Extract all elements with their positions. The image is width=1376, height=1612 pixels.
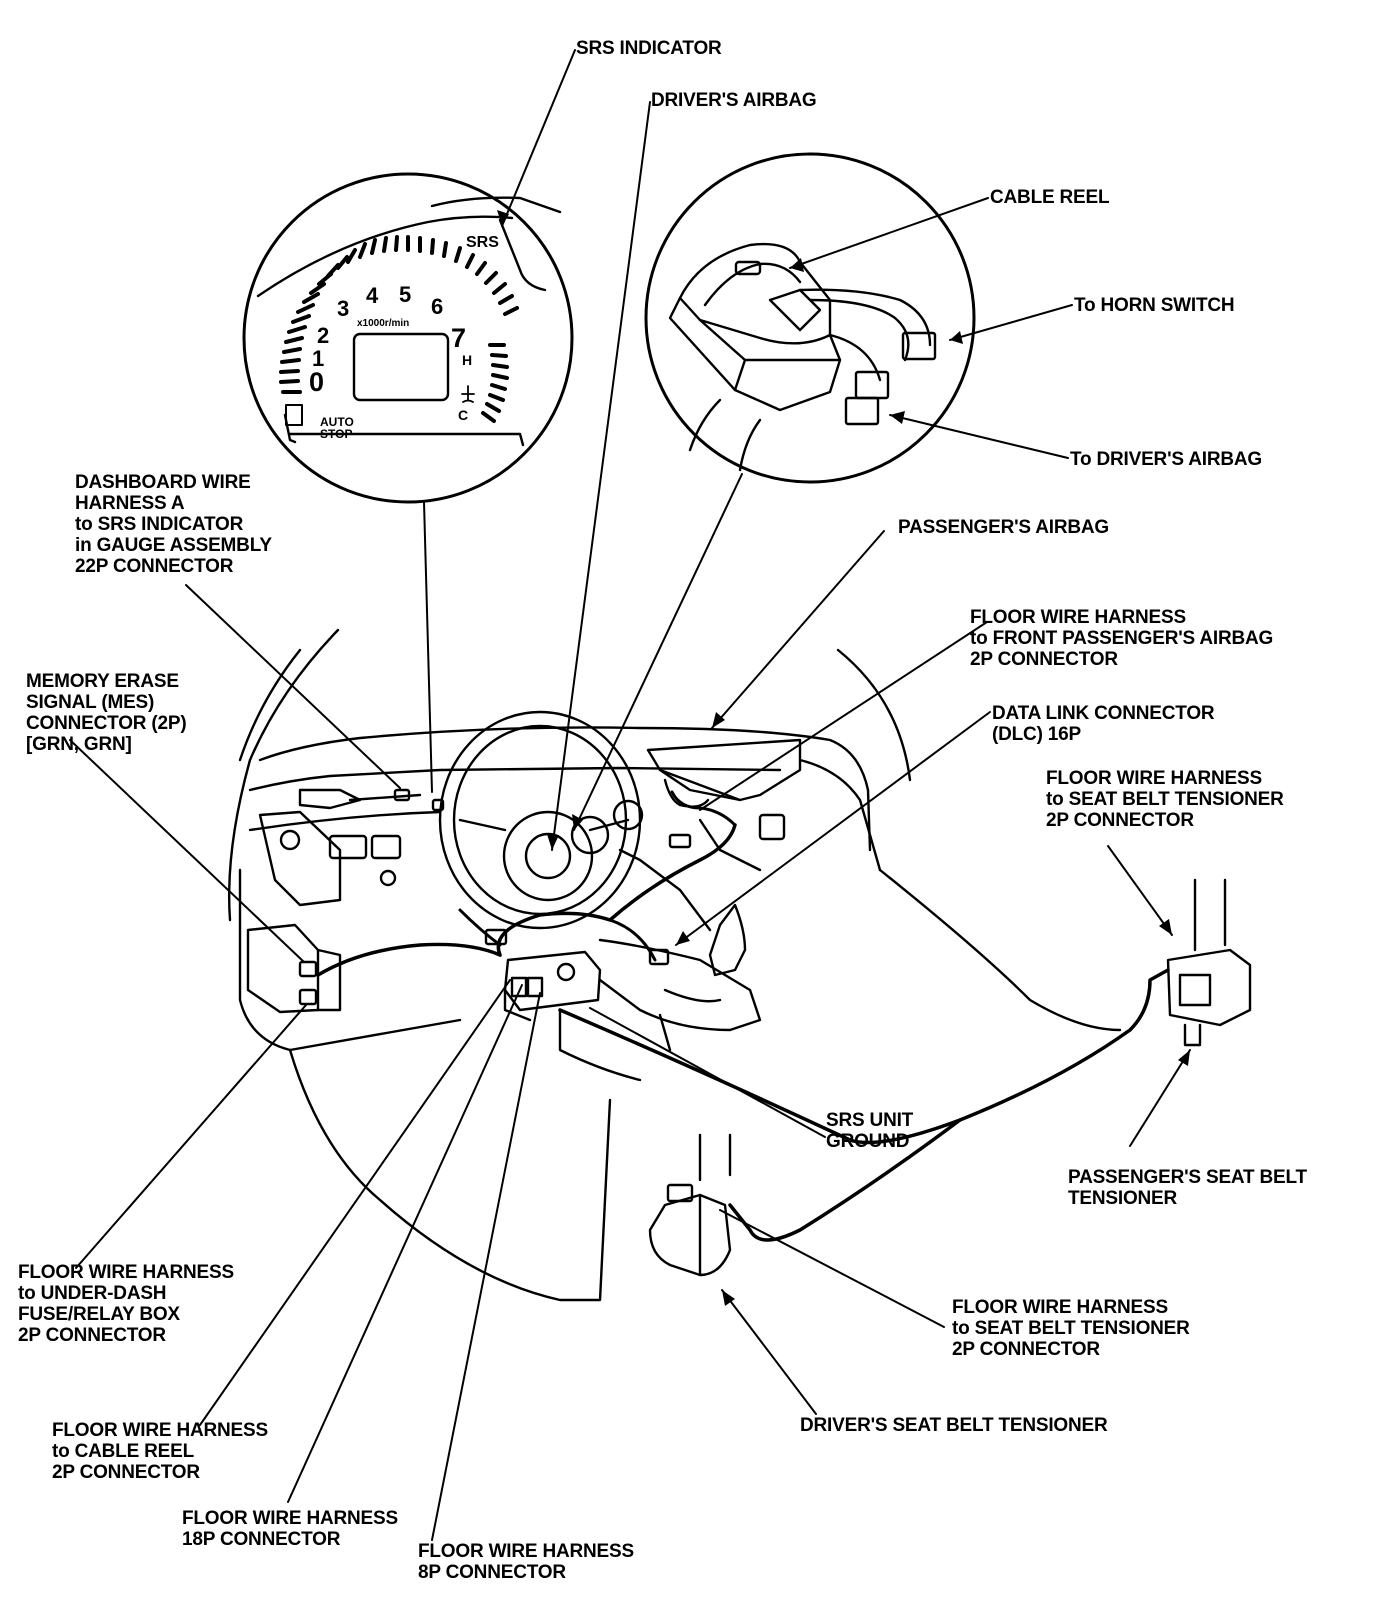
arrow-heads bbox=[497, 210, 1190, 1306]
label-floor-harness-cable-reel: FLOOR WIRE HARNESS to CABLE REEL 2P CONN… bbox=[52, 1420, 268, 1483]
tach-number-7: 7 bbox=[451, 323, 466, 353]
label-to-drivers-airbag: To DRIVER'S AIRBAG bbox=[1070, 449, 1262, 470]
label-floor-harness-seat-belt-tensioner-passenger: FLOOR WIRE HARNESS to SEAT BELT TENSIONE… bbox=[1046, 768, 1284, 831]
tach-number-1: 1 bbox=[312, 346, 324, 371]
label-memory-erase-signal: MEMORY ERASE SIGNAL (MES) CONNECTOR (2P)… bbox=[26, 671, 187, 755]
tach-number-2: 2 bbox=[317, 323, 329, 348]
vehicle-interior bbox=[227, 628, 1252, 1302]
label-floor-harness-seat-belt-tensioner-driver: FLOOR WIRE HARNESS to SEAT BELT TENSIONE… bbox=[952, 1297, 1190, 1360]
label-passengers-airbag: PASSENGER'S AIRBAG bbox=[898, 517, 1110, 538]
label-cable-reel: CABLE REEL bbox=[990, 187, 1110, 208]
label-passengers-seat-belt-tensioner: PASSENGER'S SEAT BELT TENSIONER bbox=[1068, 1167, 1307, 1209]
label-floor-harness-8p: FLOOR WIRE HARNESS 8P CONNECTOR bbox=[418, 1541, 634, 1583]
temp-hot-label: H bbox=[462, 352, 472, 368]
label-data-link-connector: DATA LINK CONNECTOR (DLC) 16P bbox=[992, 703, 1215, 745]
label-dashboard-wire-harness: DASHBOARD WIRE HARNESS A to SRS INDICATO… bbox=[75, 472, 272, 577]
label-srs-indicator: SRS INDICATOR bbox=[576, 38, 722, 59]
label-floor-harness-front-passenger-airbag: FLOOR WIRE HARNESS to FRONT PASSENGER'S … bbox=[970, 607, 1274, 670]
auto-stop-label-line2: STOP bbox=[320, 427, 352, 441]
label-floor-harness-18p: FLOOR WIRE HARNESS 18P CONNECTOR bbox=[182, 1508, 398, 1550]
temp-cold-label: C bbox=[458, 407, 468, 423]
label-srs-unit-ground: SRS UNIT GROUND bbox=[826, 1110, 914, 1152]
label-drivers-airbag: DRIVER'S AIRBAG bbox=[651, 90, 817, 111]
tach-number-5: 5 bbox=[399, 282, 411, 307]
tach-unit-label: x1000r/min bbox=[357, 318, 409, 329]
label-to-horn-switch: To HORN SWITCH bbox=[1074, 295, 1235, 316]
temperature-gauge-ticks bbox=[481, 343, 509, 423]
label-floor-harness-under-dash: FLOOR WIRE HARNESS to UNDER-DASH FUSE/RE… bbox=[18, 1262, 234, 1346]
coolant-temp-icon bbox=[461, 385, 475, 403]
tachometer-ticks bbox=[279, 235, 519, 394]
tach-number-0: 0 bbox=[309, 367, 324, 397]
auto-stop-label-line1: AUTO bbox=[320, 415, 354, 429]
leader-lines bbox=[69, 49, 1191, 1541]
cable-reel-detail-circle bbox=[644, 152, 976, 484]
tach-number-6: 6 bbox=[431, 294, 443, 319]
tach-number-3: 3 bbox=[337, 296, 349, 321]
label-drivers-seat-belt-tensioner: DRIVER'S SEAT BELT TENSIONER bbox=[800, 1415, 1108, 1436]
gauge-detail-circle: SRS 0 1 2 3 4 5 6 7 x1000r/min H C AUTO … bbox=[242, 172, 574, 504]
srs-gauge-text: SRS bbox=[466, 234, 499, 251]
tach-number-4: 4 bbox=[366, 283, 379, 308]
